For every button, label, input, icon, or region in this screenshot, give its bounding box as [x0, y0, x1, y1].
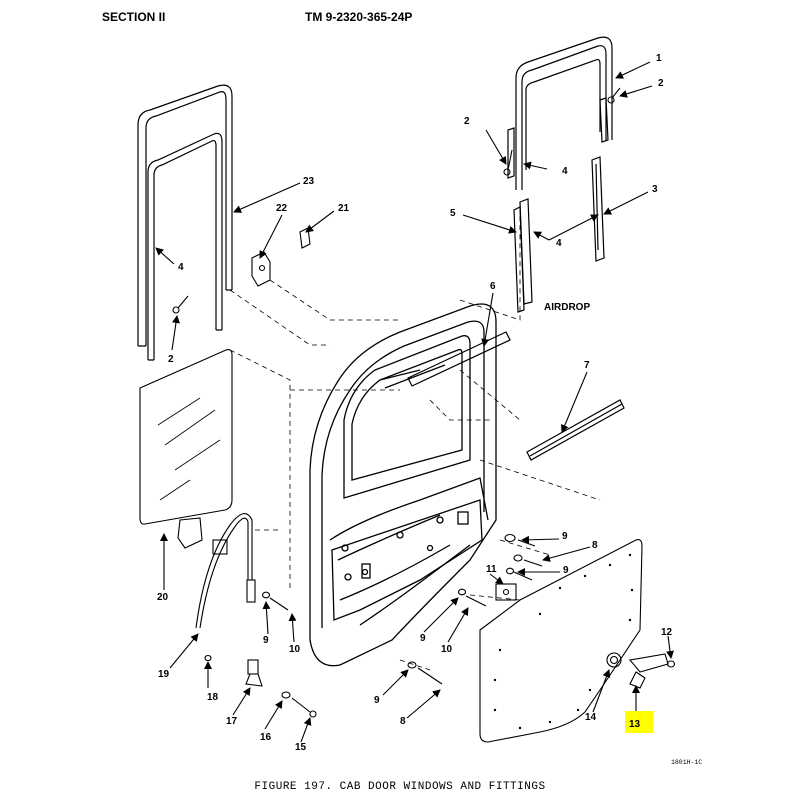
- screws-and-washers: [172, 87, 676, 718]
- callout-9: 9: [420, 633, 426, 644]
- callout-12: 12: [661, 627, 673, 638]
- callout-numbers: 1 2 2 4 3 5 4 6 AIRDROP 7 23 22 21 4 2 2…: [157, 53, 673, 753]
- callout-2: 2: [658, 78, 664, 89]
- callout-10: 10: [441, 644, 453, 655]
- callout-15: 15: [295, 742, 307, 753]
- callout-9: 9: [563, 565, 569, 576]
- callout-19: 19: [158, 669, 170, 680]
- callout-18: 18: [207, 692, 219, 703]
- callout-3: 3: [652, 184, 658, 195]
- regulator-cable: [195, 513, 263, 687]
- callout-21: 21: [338, 203, 350, 214]
- callout-6: 6: [490, 281, 496, 292]
- callout-22: 22: [276, 203, 288, 214]
- drawing-code: 1801H-1C: [671, 759, 703, 766]
- callout-9: 9: [263, 635, 269, 646]
- callout-23: 23: [303, 176, 315, 187]
- callout-20: 20: [157, 592, 169, 603]
- callout-14: 14: [585, 712, 597, 723]
- airdrop-note: AIRDROP: [544, 302, 590, 313]
- callout-17: 17: [226, 716, 238, 727]
- figure-caption: FIGURE 197. CAB DOOR WINDOWS AND FITTING…: [254, 781, 546, 793]
- glass-run-channels-right: [507, 97, 609, 313]
- callout-9: 9: [562, 531, 568, 542]
- callout-9: 9: [374, 695, 380, 706]
- window-run-channel-left: [137, 84, 233, 361]
- callout-1: 1: [656, 53, 662, 64]
- cab-door-shell: [309, 303, 497, 667]
- door-trim-panel: [479, 539, 669, 743]
- callout-5: 5: [450, 208, 456, 219]
- callout-4: 4: [178, 262, 184, 273]
- callout-4: 4: [556, 238, 562, 249]
- callout-7: 7: [584, 360, 590, 371]
- callout-2: 2: [168, 354, 174, 365]
- callout-8: 8: [400, 716, 406, 727]
- callout-2: 2: [464, 116, 470, 127]
- callout-13: 13: [629, 719, 641, 730]
- section-header: SECTION II: [102, 10, 166, 24]
- window-glass-panel: [139, 349, 233, 549]
- callout-leaders: [155, 61, 675, 743]
- callout-4: 4: [562, 166, 568, 177]
- manual-number: TM 9-2320-365-24P: [305, 10, 413, 24]
- callout-13-highlight: [625, 711, 653, 733]
- callout-16: 16: [260, 732, 272, 743]
- callout-11: 11: [486, 564, 497, 575]
- callout-8: 8: [592, 540, 598, 551]
- callout-10: 10: [289, 644, 301, 655]
- belt-weatherstrips: [407, 331, 625, 461]
- assembly-alignment-lines: [229, 210, 601, 671]
- trim-panel-fastener-dots: [493, 553, 634, 730]
- window-frame-upper: [515, 36, 613, 190]
